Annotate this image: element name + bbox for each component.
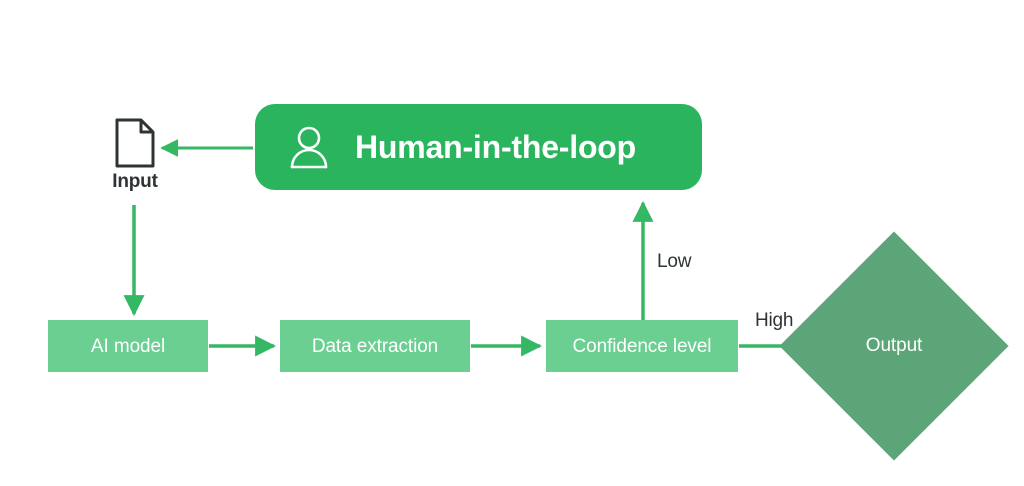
input-node[interactable]: Input <box>96 118 174 193</box>
data-extraction-label: Data extraction <box>311 335 439 357</box>
edge-label-low: Low <box>657 251 692 272</box>
ai-model-label: AI model <box>90 335 166 357</box>
edge-label-high: High <box>755 310 794 331</box>
document-icon <box>115 118 155 168</box>
confidence-level-label: Confidence level <box>572 335 712 357</box>
confidence-level-box[interactable]: Confidence level <box>546 320 738 372</box>
output-node[interactable]: Output <box>779 231 1009 461</box>
input-label: Input <box>112 171 158 192</box>
ai-model-box[interactable]: AI model <box>48 320 208 372</box>
data-extraction-box[interactable]: Data extraction <box>280 320 470 372</box>
output-label: Output <box>865 335 923 356</box>
human-in-the-loop-banner[interactable]: Human-in-the-loop <box>255 104 702 190</box>
human-in-the-loop-label: Human-in-the-loop <box>355 129 636 165</box>
person-icon <box>290 126 328 169</box>
